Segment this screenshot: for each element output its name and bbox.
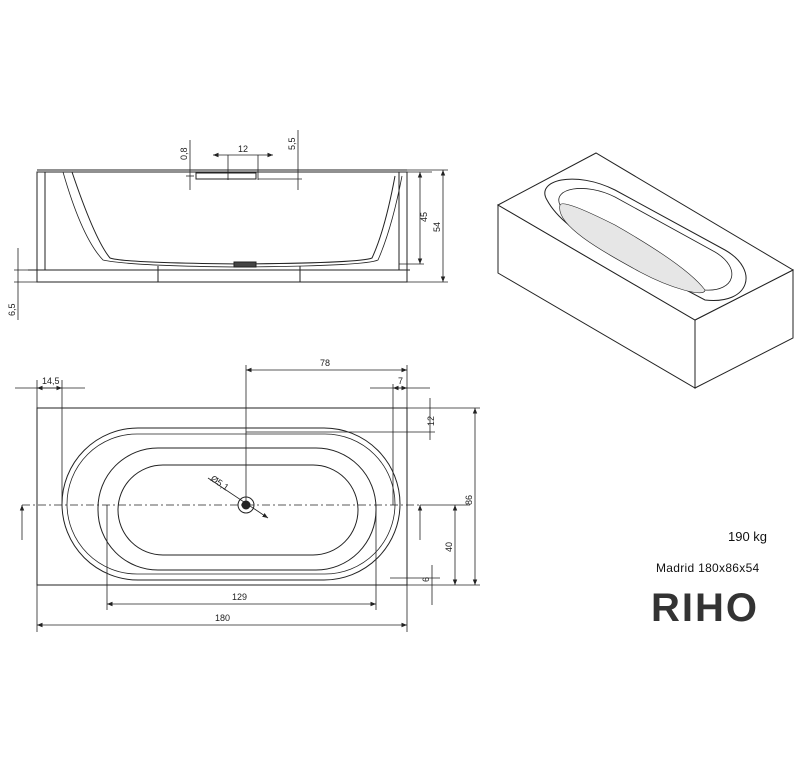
dim-total-length: 180 (215, 613, 230, 623)
top-view-rim-inner (66, 433, 396, 575)
top-view (22, 407, 420, 586)
side-view-drain (195, 172, 257, 180)
product-weight: 190 kg (728, 529, 768, 544)
dim-total-height: 54 (432, 222, 442, 232)
top-view-dimensions: 14,5 78 7 12 86 40 6 Ø5,1 129 (15, 358, 480, 632)
brand-logo: RIHO (651, 586, 759, 630)
dim-bottom-margin: 6 (421, 577, 431, 582)
dim-rim-offset: 0,8 (179, 147, 189, 160)
top-view-basin-outer (97, 447, 377, 571)
dim-total-width: 86 (464, 495, 474, 505)
dim-top-margin: 12 (426, 416, 436, 426)
dim-inner-length: 129 (232, 592, 247, 602)
top-view-basin-inner (117, 464, 359, 556)
isometric-view (496, 152, 795, 389)
top-view-outline (36, 407, 408, 586)
side-view (28, 169, 410, 283)
dim-base-height: 6,5 (7, 303, 17, 316)
dim-left-margin: 14,5 (42, 376, 60, 386)
side-view-basin (71, 171, 396, 265)
product-model: Madrid 180x86x54 (656, 561, 760, 575)
dim-right-margin: 7 (398, 376, 403, 386)
side-view-dimensions: 0,8 12 5,5 45 54 6,5 (7, 130, 448, 320)
dim-drain-from-edge: 40 (444, 542, 454, 552)
dim-drain-diameter: Ø5,1 (209, 473, 231, 492)
top-view-rim-outer (61, 427, 401, 581)
iso-top-face (496, 152, 795, 321)
dim-drain-offset: 78 (320, 358, 330, 368)
dim-drain-height: 5,5 (287, 137, 297, 150)
dim-inner-depth: 45 (419, 212, 429, 222)
dim-drain-width: 12 (238, 144, 248, 154)
